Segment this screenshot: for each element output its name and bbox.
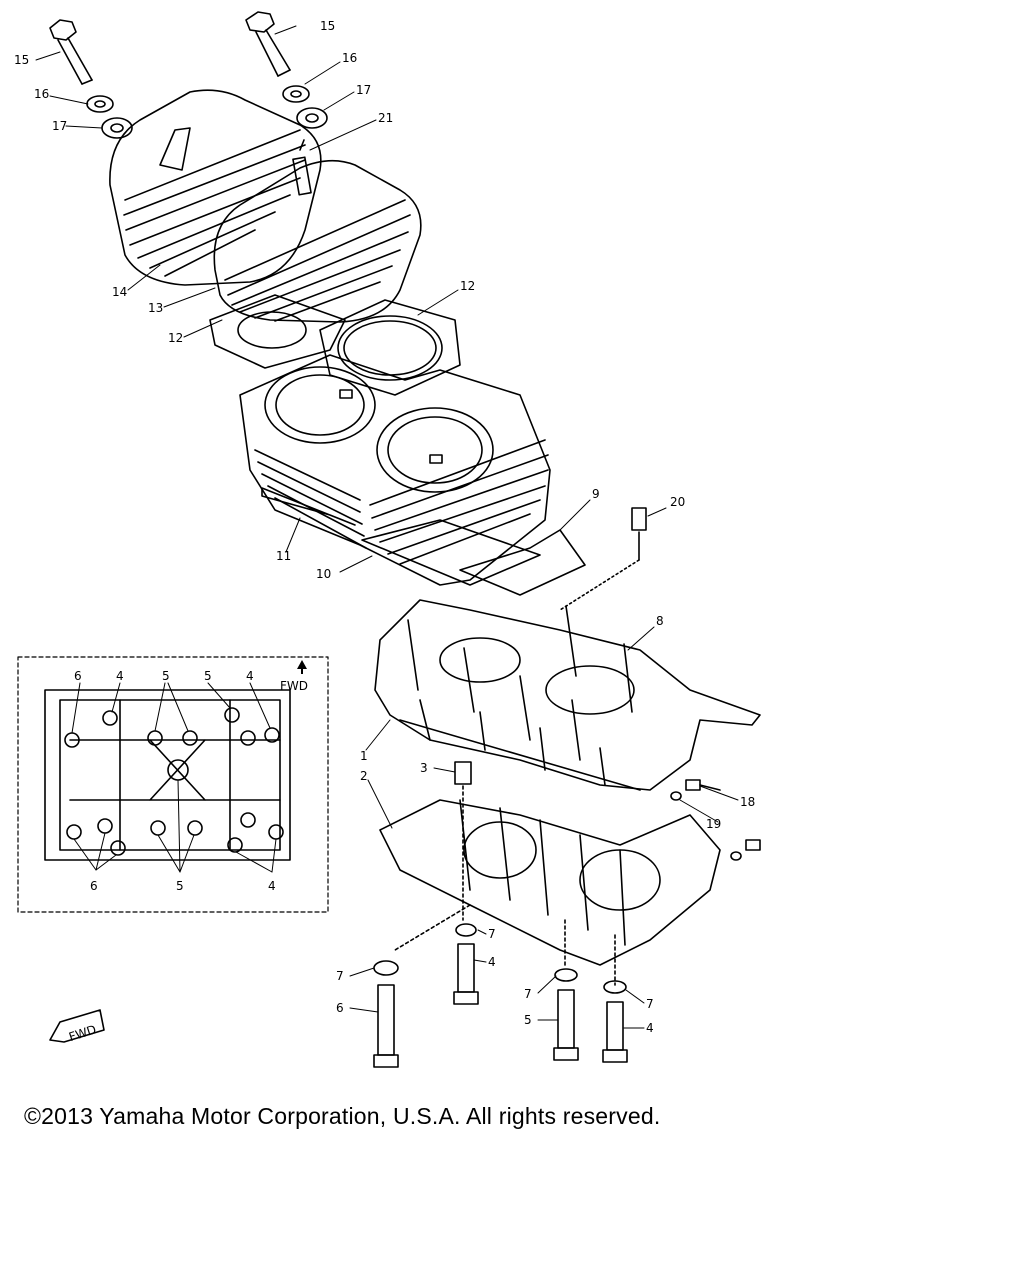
cylinder-head-14 [109, 89, 322, 286]
inset-callout-4: 4 [246, 669, 254, 683]
cylinder-block [239, 354, 551, 586]
base-gasket-9 [459, 529, 586, 596]
head-bolt-left [49, 19, 93, 85]
callout-2: 2 [360, 769, 368, 783]
callout-16: 16 [34, 87, 49, 101]
washer-16-left [86, 95, 114, 113]
inset-callout-5: 5 [162, 669, 170, 683]
washer-7-c [554, 968, 578, 982]
screw-18 [685, 779, 721, 791]
callout-15: 15 [320, 19, 335, 33]
inset-callout-5: 5 [176, 879, 184, 893]
callout-1: 1 [360, 749, 368, 763]
cylinder-head-13 [213, 159, 422, 323]
inset-callout-4: 4 [268, 879, 276, 893]
inset-callout-5: 5 [204, 669, 212, 683]
washer-16-right [282, 85, 310, 103]
head-gasket-left [209, 294, 346, 369]
callout-7: 7 [524, 987, 532, 1001]
callout-14: 14 [112, 285, 127, 299]
callout-20: 20 [670, 495, 685, 509]
bolt-4-b [602, 1001, 628, 1063]
inset-leaders [71, 682, 277, 873]
head-gasket-right [319, 299, 461, 396]
inset-callout-4: 4 [116, 669, 124, 683]
washer-7-a [455, 923, 477, 937]
washer-19 [670, 791, 742, 861]
exploded-parts-diagram: FWD FWD 15 15 16 16 17 17 21 14 13 12 12… [14, 11, 761, 1068]
callout-19: 19 [706, 817, 721, 831]
callout-7: 7 [336, 969, 344, 983]
callout-13: 13 [148, 301, 163, 315]
callout-3: 3 [420, 761, 428, 775]
callout-6: 6 [336, 1001, 344, 1015]
inset-callout-6: 6 [90, 879, 98, 893]
callout-17: 17 [356, 83, 371, 97]
inset-fwd-label: FWD [280, 679, 308, 693]
washer-17-left [101, 117, 133, 139]
callout-5: 5 [524, 1013, 532, 1027]
callout-17: 17 [52, 119, 67, 133]
inset-callout-6: 6 [74, 669, 82, 683]
callout-10: 10 [316, 567, 331, 581]
bolt-pattern-inset [17, 656, 329, 913]
callout-7: 7 [488, 927, 496, 941]
fwd-badge-icon [49, 1009, 105, 1043]
lower-crankcase-2 [379, 799, 721, 986]
callout-12: 12 [460, 279, 475, 293]
callout-16: 16 [342, 51, 357, 65]
spark-plug-21 [292, 139, 312, 196]
callout-15: 15 [14, 53, 29, 67]
copyright-notice: ©2013 Yamaha Motor Corporation, U.S.A. A… [24, 1103, 661, 1129]
bolt-6 [373, 984, 399, 1068]
screw-18-lower [745, 839, 761, 851]
washer-7-d [603, 980, 627, 994]
callout-11: 11 [276, 549, 291, 563]
callout-4: 4 [488, 955, 496, 969]
callout-12: 12 [168, 331, 183, 345]
callout-leaders [35, 25, 739, 1029]
callout-4: 4 [646, 1021, 654, 1035]
stud-20 [559, 507, 647, 611]
washer-7-b [373, 960, 399, 976]
callout-9: 9 [592, 487, 600, 501]
upper-crankcase-1 [374, 599, 761, 791]
callout-21: 21 [378, 111, 393, 125]
dowel-pin-3 [454, 761, 472, 921]
bolt-4-a [453, 943, 479, 1005]
bolt-5 [553, 989, 579, 1061]
washer-17-right [296, 107, 328, 129]
inset-fwd-arrow-icon [297, 660, 307, 674]
callout-7: 7 [646, 997, 654, 1011]
fwd-badge-label: FWD [67, 1022, 98, 1044]
base-gasket-10 [361, 519, 541, 586]
callout-8: 8 [656, 614, 664, 628]
head-bolt-right [245, 11, 291, 77]
base-gasket-11 [261, 487, 356, 526]
callout-18: 18 [740, 795, 755, 809]
